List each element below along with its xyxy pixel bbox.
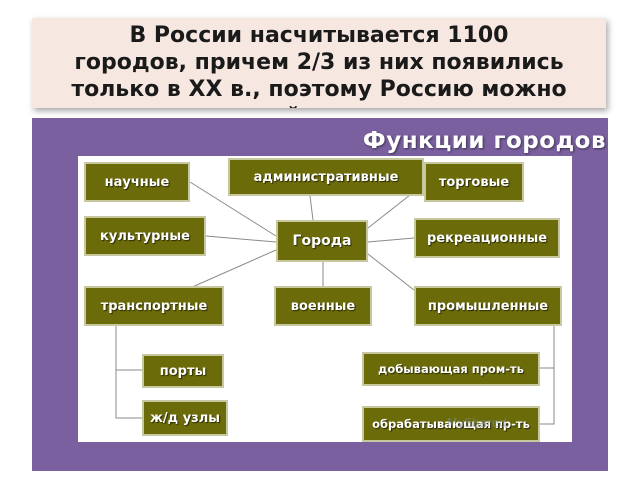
node-industrial: промышленные xyxy=(414,286,562,326)
node-ports: порты xyxy=(142,354,224,388)
node-administrative: административные xyxy=(228,158,424,196)
line-transport xyxy=(189,249,277,289)
line-cultural xyxy=(205,235,277,243)
diagram-canvas: научные административные торговые культу… xyxy=(78,156,572,442)
line-recreational xyxy=(367,237,415,243)
node-transport: транспортные xyxy=(84,286,224,326)
node-manufacturing: обрабатывающая пр-ть xyxy=(362,406,540,442)
node-scientific: научные xyxy=(84,162,190,202)
title-box: В России насчитывается 1100 городов, при… xyxy=(32,18,606,108)
watermark: MyShared xyxy=(447,416,507,430)
line-industrial xyxy=(367,253,415,291)
node-recreational: рекреационные xyxy=(414,218,560,258)
node-trade: торговые xyxy=(424,162,524,202)
node-extractive: добывающая пром-ть xyxy=(362,352,540,386)
line-scientific xyxy=(189,181,277,237)
line-transport-branch xyxy=(115,326,142,419)
line-industrial-branch xyxy=(540,319,555,425)
node-military: военные xyxy=(274,286,372,326)
slide-title: В России насчитывается 1100 городов, при… xyxy=(71,23,567,108)
node-railway-hubs: ж/д узлы xyxy=(142,400,228,436)
node-center: Города xyxy=(276,220,368,262)
line-administrative xyxy=(309,195,314,221)
diagram-title: Функции городов xyxy=(362,128,606,154)
node-cultural: культурные xyxy=(84,216,206,256)
